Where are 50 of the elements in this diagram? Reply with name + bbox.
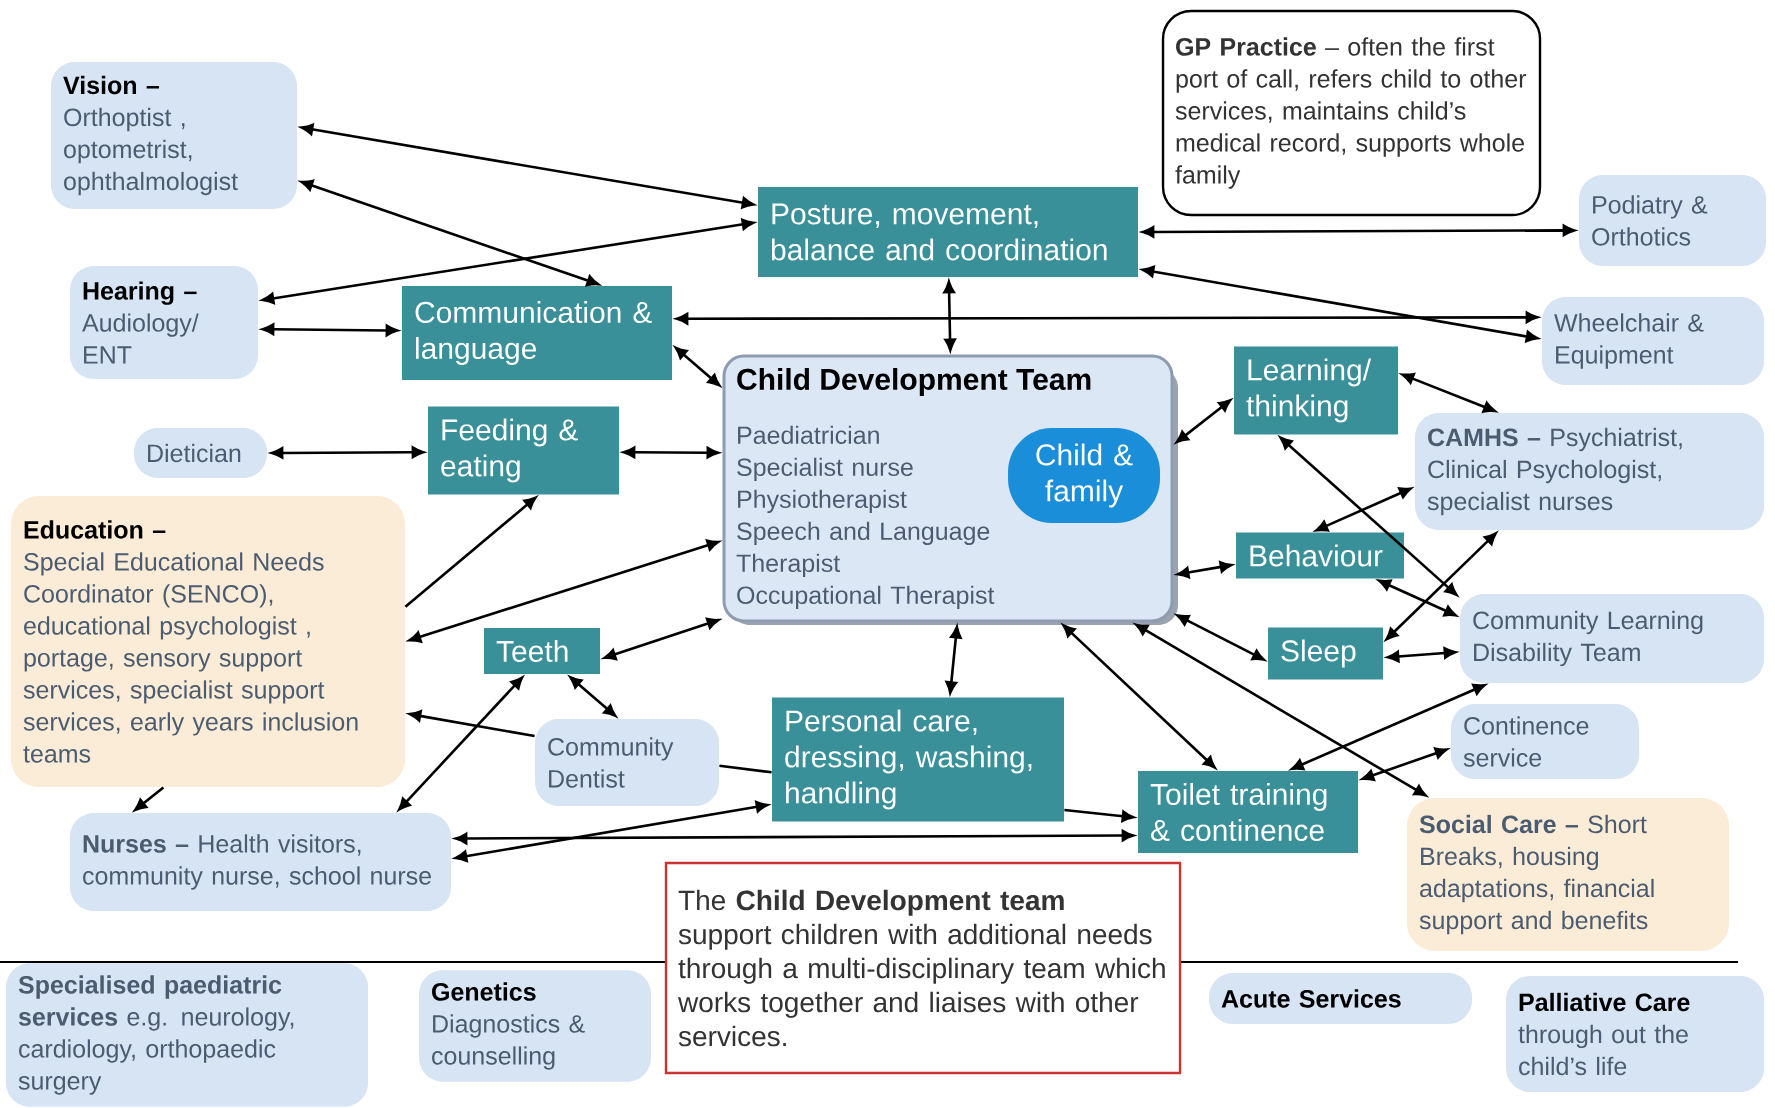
double-arrow [270,446,425,459]
service-box: Palliative Care through out the child’s life [1506,976,1764,1092]
service-box: Social Care – Short Breaks, housing adaptations, financial support and benefits [1407,798,1730,951]
double-arrow [1176,561,1233,579]
service-box: Specialised paediatric services e.g. neurology, cardiology, orthopaedic surgery [6,963,368,1107]
double-arrow [675,311,1539,325]
double-arrow [300,123,755,209]
service-box: CAMHS – Psychiatrist, Clinical Psychologist, specialist nurses [1415,413,1764,530]
double-arrow [1315,487,1412,532]
arrow [1064,808,1135,823]
service-box: Hearing – Audiology/ ENT [70,266,258,379]
double-arrow [569,676,617,717]
double-arrow [1385,532,1497,641]
topic-box: Learning/ thinking [1234,346,1398,435]
double-arrow [398,676,524,811]
service-box: Podiatry & Orthotics [1579,175,1766,266]
arrow [134,786,165,811]
topic-box: Feeding & eating [428,406,619,495]
service-box: Education – Special Educational Needs Coordinator (SENCO), educational psychologist , portage, sensory support services, specialist support services, early years inclusion teams [11,496,405,787]
topic-box: Toilet training & continence [1138,771,1358,853]
service-box: Genetics Diagnostics & counselling [419,970,651,1082]
double-arrow [454,800,769,862]
service-box: Vision – Orthoptist , optometrist, ophthalmologist [51,62,297,209]
service-box: Nurses – Health visitors, community nurse, school nurse [70,813,451,911]
note-box: The Child Development team support children with additional needs through a multi-disciplinary team which works together and liaises with other services. [664,861,1182,1075]
double-arrow [1062,624,1216,769]
service-box: Continence service [1451,704,1640,779]
service-box: Dietician [134,428,267,478]
connector-line [719,764,772,774]
double-arrow [1378,579,1457,617]
arrow [408,710,535,738]
topic-box: Sleep [1268,627,1383,680]
service-box: Acute Services [1209,973,1473,1024]
double-arrow [622,446,720,459]
topic-box: Communication & language [402,286,672,380]
double-arrow [1141,265,1539,343]
topic-box: Behaviour [1236,532,1404,579]
topic-box: Personal care, dressing, washing, handling [772,697,1064,822]
topic-box: Posture, movement, balance and coordination [758,187,1138,277]
double-arrow [945,625,962,694]
double-arrow [1279,436,1458,596]
double-arrow [674,346,721,387]
double-arrow [943,280,956,352]
service-box: GP Practice – often the first port of call, refers child to other services, maintains child’s medical record, supports whole family [1161,9,1542,217]
double-arrow [261,323,399,337]
double-arrow [1141,224,1576,238]
service-box: Wheelchair & Equipment [1542,297,1764,385]
service-box: Community Learning Disability Team [1460,594,1764,683]
double-arrow [1175,399,1232,444]
service-box: Community Dentist [535,719,719,806]
